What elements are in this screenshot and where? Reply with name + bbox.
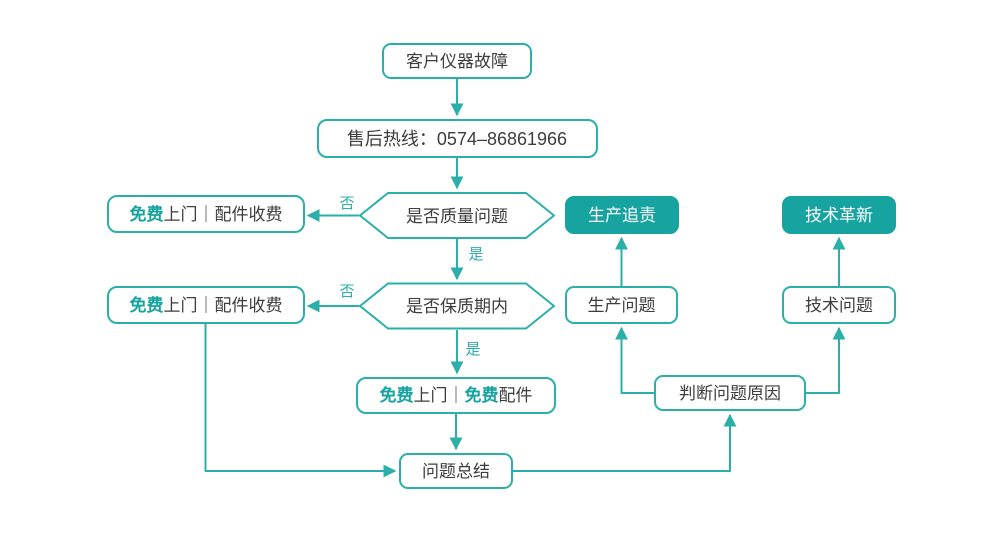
node-production-issue-label: 生产问题 xyxy=(588,296,656,315)
node-judge-cause-box xyxy=(654,375,806,411)
edge-label-yes-quality: 是 xyxy=(468,246,483,263)
node-decision-quality-label: 是否质量问题 xyxy=(406,207,508,226)
node-free-visit-paid-parts-1-box xyxy=(107,195,305,233)
node-tech-innovation-box xyxy=(782,196,896,234)
node-free-visit-paid-parts-1-label: 免费上门｜配件收费 xyxy=(130,204,283,224)
node-tech-issue: 技术问题 xyxy=(782,286,896,324)
node-tech-issue-label: 技术问题 xyxy=(805,296,873,315)
node-free-visit-paid-parts-2-box xyxy=(107,286,305,324)
node-free-visit-paid-parts-1: 免费上门｜配件收费 xyxy=(107,195,305,233)
node-decision-warranty: 是否保质期内 xyxy=(359,282,555,330)
node-free-visit-paid-parts-2-label: 免费上门｜配件收费 xyxy=(130,295,283,315)
node-decision-warranty-label: 是否保质期内 xyxy=(406,297,508,316)
node-problem-summary-box xyxy=(399,453,513,489)
node-judge-cause-label: 判断问题原因 xyxy=(679,384,781,403)
connector-paidparts-to-summary xyxy=(204,324,397,478)
node-tech-issue-box xyxy=(782,286,896,324)
node-problem-summary: 问题总结 xyxy=(399,453,513,489)
rest-text: 配件 xyxy=(499,386,533,405)
node-customer-fault: 客户仪器故障 xyxy=(382,43,532,79)
node-production-issue-box xyxy=(565,286,678,324)
node-tech-innovation: 技术革新 xyxy=(782,196,896,234)
node-production-accountability: 生产追责 xyxy=(565,196,679,234)
node-hotline-box xyxy=(317,119,598,158)
node-problem-summary-label: 问题总结 xyxy=(422,462,490,481)
highlight-free: 免费 xyxy=(130,204,164,224)
connector-judge-to-production xyxy=(615,326,654,394)
node-tech-innovation-label: 技术革新 xyxy=(805,206,873,225)
connectors xyxy=(204,79,846,478)
rest-text: 上门｜配件收费 xyxy=(164,296,283,315)
node-hotline-label: 售后热线：0574–86861966 xyxy=(347,129,567,149)
node-free-visit-paid-parts-2: 免费上门｜配件收费 xyxy=(107,286,305,324)
node-customer-fault-label: 客户仪器故障 xyxy=(406,52,508,71)
node-decision-warranty-shape xyxy=(359,282,555,330)
node-decision-quality-shape xyxy=(359,192,555,239)
mid-text: 上门｜ xyxy=(414,386,465,405)
connector-judge-to-tech xyxy=(806,326,846,394)
highlight-free: 免费 xyxy=(465,385,499,405)
node-hotline: 售后热线：0574–86861966 xyxy=(317,119,598,158)
highlight-free: 免费 xyxy=(380,385,414,405)
node-production-issue: 生产问题 xyxy=(565,286,678,324)
node-free-visit-free-parts: 免费上门｜免费配件 xyxy=(356,377,556,414)
node-decision-quality: 是否质量问题 xyxy=(359,192,555,239)
edge-label-yes-warranty: 是 xyxy=(465,341,480,358)
node-free-visit-free-parts-label: 免费上门｜免费配件 xyxy=(380,385,533,405)
node-judge-cause: 判断问题原因 xyxy=(654,375,806,411)
rest-text: 上门｜配件收费 xyxy=(164,205,283,224)
node-free-visit-free-parts-box xyxy=(356,377,556,414)
edge-label-no-warranty: 否 xyxy=(339,283,354,300)
edge-labels: 否 是 否 是 xyxy=(339,195,483,358)
edge-label-no-quality: 否 xyxy=(339,195,354,212)
connector-summary-to-judge xyxy=(512,413,737,472)
node-production-accountability-label: 生产追责 xyxy=(588,206,656,225)
node-production-accountability-box xyxy=(565,196,679,234)
highlight-free: 免费 xyxy=(130,295,164,315)
node-customer-fault-box xyxy=(382,43,532,79)
